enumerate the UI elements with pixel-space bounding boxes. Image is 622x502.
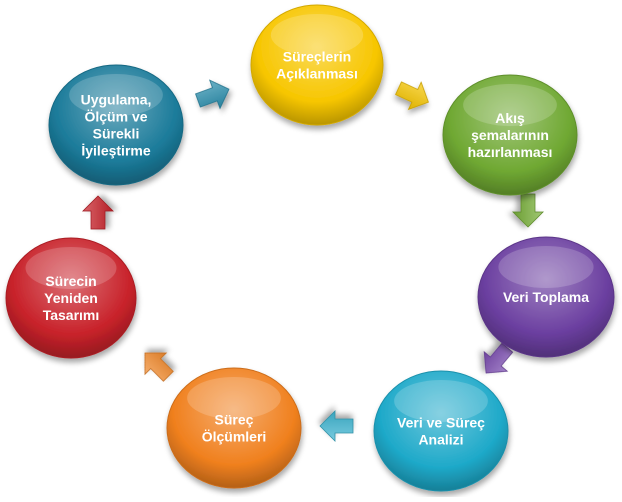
cycle-node-shape xyxy=(166,367,302,489)
cycle-node-label: İyileştirme xyxy=(81,143,150,159)
cycle-arrow-4 xyxy=(483,342,514,374)
cycle-node-shape xyxy=(373,370,509,492)
cycle-node-gloss xyxy=(69,74,163,116)
cycle-node-label: Yeniden xyxy=(44,290,98,306)
cycle-arrow-5 xyxy=(319,410,354,442)
cycle-node-label: Analizi xyxy=(418,432,463,448)
cycle-node-gloss xyxy=(394,380,488,422)
cycle-node-label: hazırlanması xyxy=(468,144,553,160)
arrows-layer xyxy=(82,79,544,442)
cycle-node-label: Uygulama, xyxy=(81,92,152,108)
cycle-node-label: Süreçlerin xyxy=(283,49,351,65)
cycle-node-gloss xyxy=(25,247,117,289)
cycle-node-label: Açıklanması xyxy=(276,66,358,82)
cycle-node-label: Süreç xyxy=(215,412,254,428)
cycle-node-label: Akış xyxy=(495,110,525,126)
cycle-node-shape xyxy=(477,236,615,358)
cycle-node-gloss xyxy=(463,84,557,126)
cycle-node-label: Veri ve Süreç xyxy=(397,415,485,431)
cycle-node-label: şemalarının xyxy=(471,127,549,143)
cycle-node-3: Veri Toplama xyxy=(477,236,615,358)
cycle-node-label: Sürecin xyxy=(45,273,96,289)
cycle-node-gloss xyxy=(270,14,364,56)
cycle-arrow-7 xyxy=(82,195,114,230)
cycle-node-shape xyxy=(250,4,384,126)
cycle-node-label: Veri Toplama xyxy=(503,289,589,305)
cycle-node-label: Ölçüm ve xyxy=(84,109,147,125)
cycle-node-label: Tasarımı xyxy=(43,307,100,323)
cycle-node-label: Ölçümleri xyxy=(202,429,267,445)
cycle-arrow-2 xyxy=(395,81,429,111)
cycle-node-gloss xyxy=(498,246,594,288)
cycle-node-label: Sürekli xyxy=(93,126,140,142)
cycle-node-shape xyxy=(5,237,137,359)
nodes-layer: SüreçlerinAçıklanmasıAkışşemalarınınhazı… xyxy=(5,4,615,492)
cycle-arrow-6 xyxy=(144,352,174,382)
cycle-node-shape xyxy=(442,74,578,196)
cycle-node-gloss xyxy=(187,377,281,419)
cycle-arrow-1 xyxy=(195,79,230,110)
cycle-node-shape xyxy=(48,64,184,186)
cycle-arrow-3 xyxy=(512,193,544,228)
